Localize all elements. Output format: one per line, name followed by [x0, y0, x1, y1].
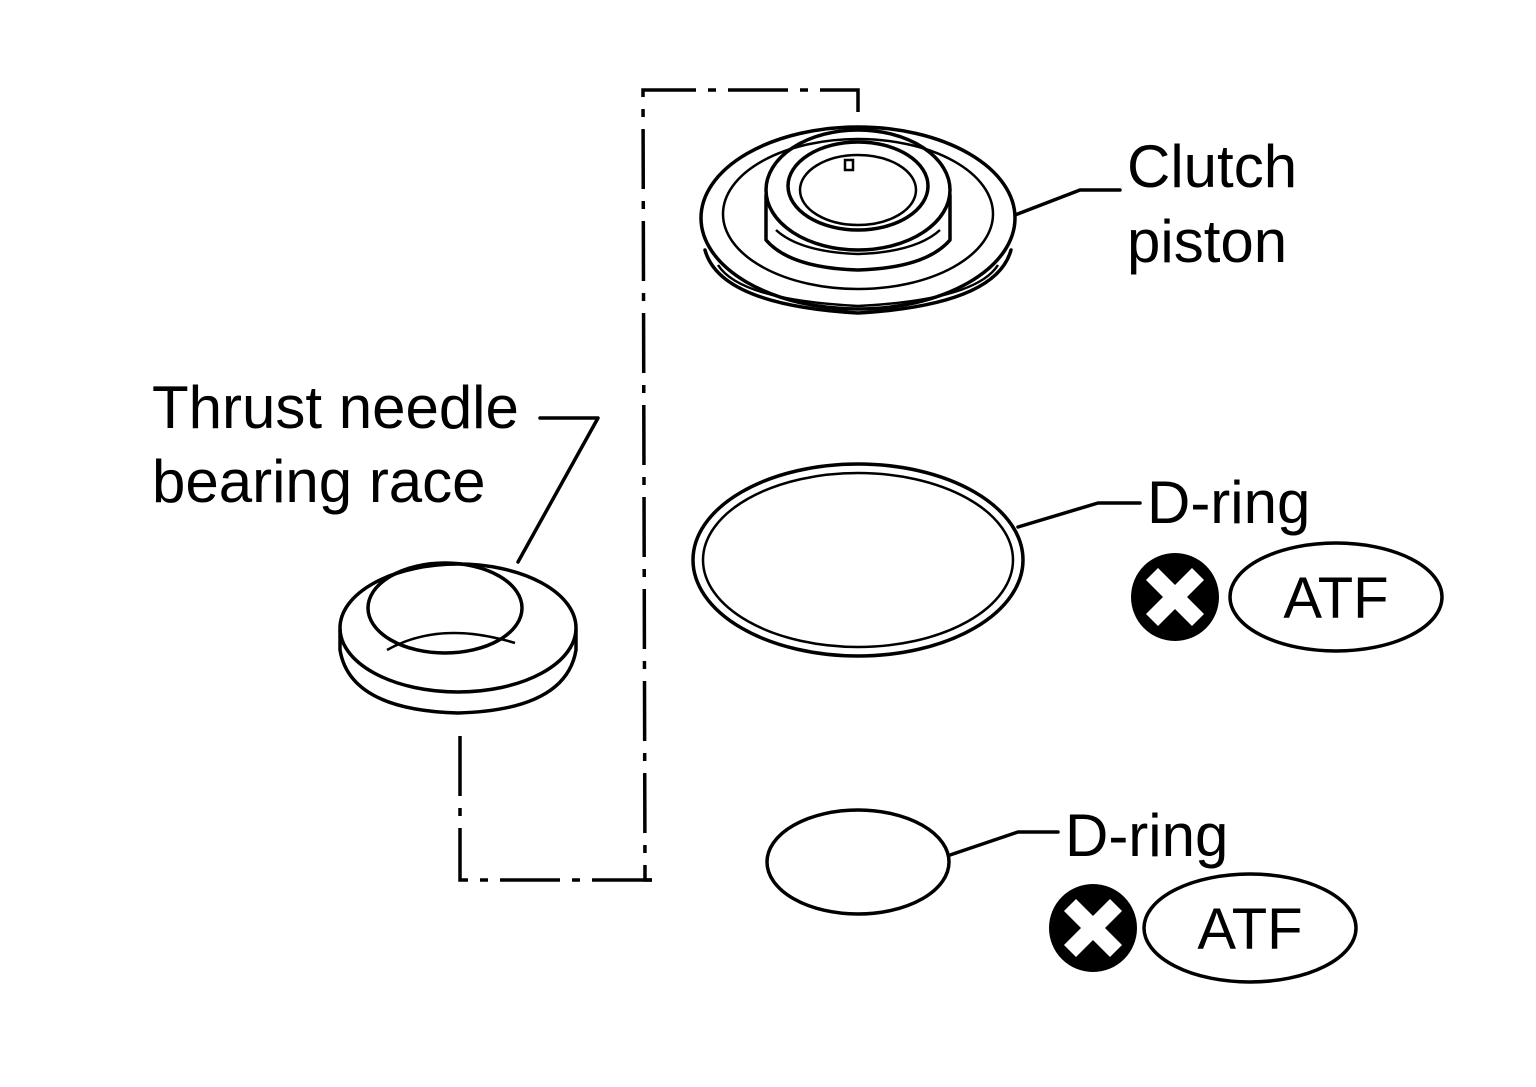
thrust-bearing-leader: [516, 416, 600, 564]
thrust-label-line1: Thrust needle: [152, 374, 519, 441]
d-ring-large-label: D-ring: [1147, 469, 1310, 536]
x-circle-icon: [1131, 553, 1219, 641]
atf-label-large: ATF: [1283, 566, 1388, 631]
atf-badge-small: [1142, 872, 1358, 984]
d-ring-large-drawing: [691, 462, 1025, 658]
thrust-label-line2: bearing race: [152, 448, 486, 515]
assembly-bracket: [458, 88, 860, 882]
clutch-piston-label-line2: piston: [1127, 208, 1287, 275]
thrust-bearing-race-drawing: [338, 561, 578, 715]
clutch-piston-leader: [1013, 188, 1122, 217]
clutch-piston-drawing: [699, 125, 1017, 315]
x-circle-icon: [1049, 884, 1137, 972]
d-ring-small-label: D-ring: [1065, 802, 1228, 869]
d-ring-large-leader: [1016, 501, 1142, 529]
atf-badge-large: [1228, 541, 1444, 653]
d-ring-small-drawing: [765, 808, 951, 916]
atf-label-small: ATF: [1197, 897, 1302, 962]
d-ring-small-leader: [948, 830, 1060, 857]
clutch-piston-label-line1: Clutch: [1127, 133, 1297, 200]
